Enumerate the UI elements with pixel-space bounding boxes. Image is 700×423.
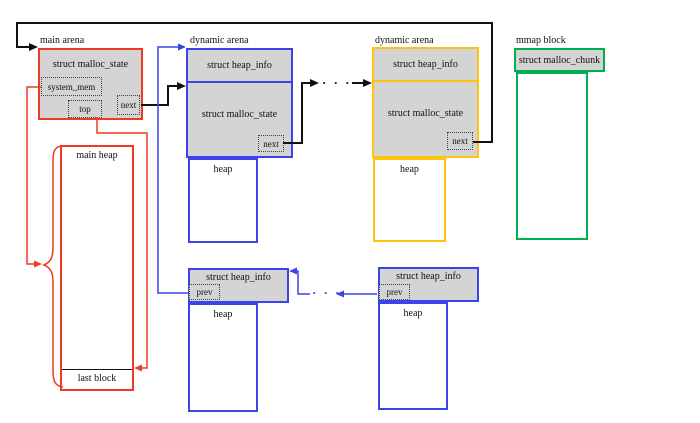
- label-dynamic-arena-1: dynamic arena: [190, 35, 249, 46]
- main-next-label: next: [120, 100, 137, 110]
- hs-right-heap-info-label: struct heap_info: [396, 271, 461, 282]
- mmap-struct-label: struct malloc_chunk: [518, 54, 601, 66]
- ellipsis-next-chain: · · ·: [322, 75, 352, 90]
- arrowhead-into-main-arena: [29, 43, 38, 51]
- heap-segment-right-header: struct heap_info prev: [378, 267, 479, 302]
- wire-main-next-to-dyn1: [141, 85, 179, 106]
- wire-prev-left-to-dyn1: [157, 46, 189, 294]
- hs-right-heap-box: heap: [378, 302, 448, 410]
- field-main-next: next: [117, 95, 140, 115]
- dyn2-malloc-state-label: struct malloc_state: [387, 107, 464, 119]
- field-dyn2-next: next: [447, 132, 473, 150]
- arrowhead-into-dyn2: [363, 79, 372, 87]
- field-prev-right: prev: [379, 284, 410, 300]
- prev-right-label: prev: [386, 287, 403, 297]
- label-dynamic-arena-2: dynamic arena: [375, 35, 434, 46]
- heap-segment-left-header: struct heap_info prev: [188, 268, 289, 303]
- dynamic-arena-1-box: struct heap_info struct malloc_state nex…: [186, 48, 293, 158]
- dyn2-heap-info-section: struct heap_info: [374, 49, 477, 82]
- system-mem-label: system_mem: [47, 81, 96, 92]
- dyn1-heap-info-section: struct heap_info: [188, 50, 291, 83]
- dyn2-heap-label: heap: [400, 164, 419, 175]
- hs-left-heap-label: heap: [213, 309, 233, 320]
- mmap-body-box: [516, 72, 588, 240]
- main-arena-struct-label: struct malloc_state: [52, 59, 129, 70]
- dyn1-heap-box: heap: [188, 158, 258, 243]
- dyn1-next-label: next: [263, 138, 279, 149]
- arrowhead-into-lastblock: [134, 364, 142, 372]
- field-system-mem: system_mem: [41, 77, 102, 96]
- arrowhead-into-brace: [34, 260, 42, 268]
- main-heap-box: main heap last block: [60, 145, 134, 391]
- arrowhead-before-dots: [310, 79, 319, 87]
- ellipsis-prev-chain: · · ·: [312, 285, 342, 300]
- dyn2-next-label: next: [452, 136, 468, 146]
- top-label: top: [79, 104, 91, 114]
- dyn2-heap-box: heap: [373, 158, 446, 242]
- mmap-chunk-header: struct malloc_chunk: [514, 48, 605, 72]
- last-block-section: last block: [62, 369, 132, 389]
- label-mmap-block: mmap block: [516, 35, 566, 46]
- dyn1-malloc-state-label: struct malloc_state: [201, 108, 278, 120]
- dyn2-heap-info-label: struct heap_info: [393, 59, 458, 70]
- hs-left-heap-box: heap: [188, 303, 258, 412]
- field-prev-left: prev: [189, 284, 220, 300]
- hs-right-heap-label: heap: [403, 308, 423, 319]
- field-top: top: [68, 100, 102, 118]
- wire-dots-to-left-heapinfo: [295, 270, 310, 295]
- field-dyn1-next: next: [258, 135, 284, 152]
- arrowhead-blue-into-dyn1: [178, 43, 186, 51]
- dyn1-heap-info-label: struct heap_info: [207, 60, 272, 71]
- arrowhead-into-dyn1: [177, 82, 186, 90]
- main-arena-box: struct malloc_state system_mem top next: [38, 48, 143, 120]
- hs-left-heap-info-label: struct heap_info: [206, 272, 271, 283]
- main-heap-label: main heap: [76, 150, 118, 161]
- label-main-arena: main arena: [40, 35, 85, 46]
- dynamic-arena-2-box: struct heap_info struct malloc_state nex…: [372, 47, 479, 158]
- arrowhead-into-left-heapinfo: [289, 267, 297, 275]
- dyn1-heap-label: heap: [213, 164, 233, 175]
- last-block-label: last block: [77, 373, 117, 384]
- prev-left-label: prev: [196, 287, 213, 297]
